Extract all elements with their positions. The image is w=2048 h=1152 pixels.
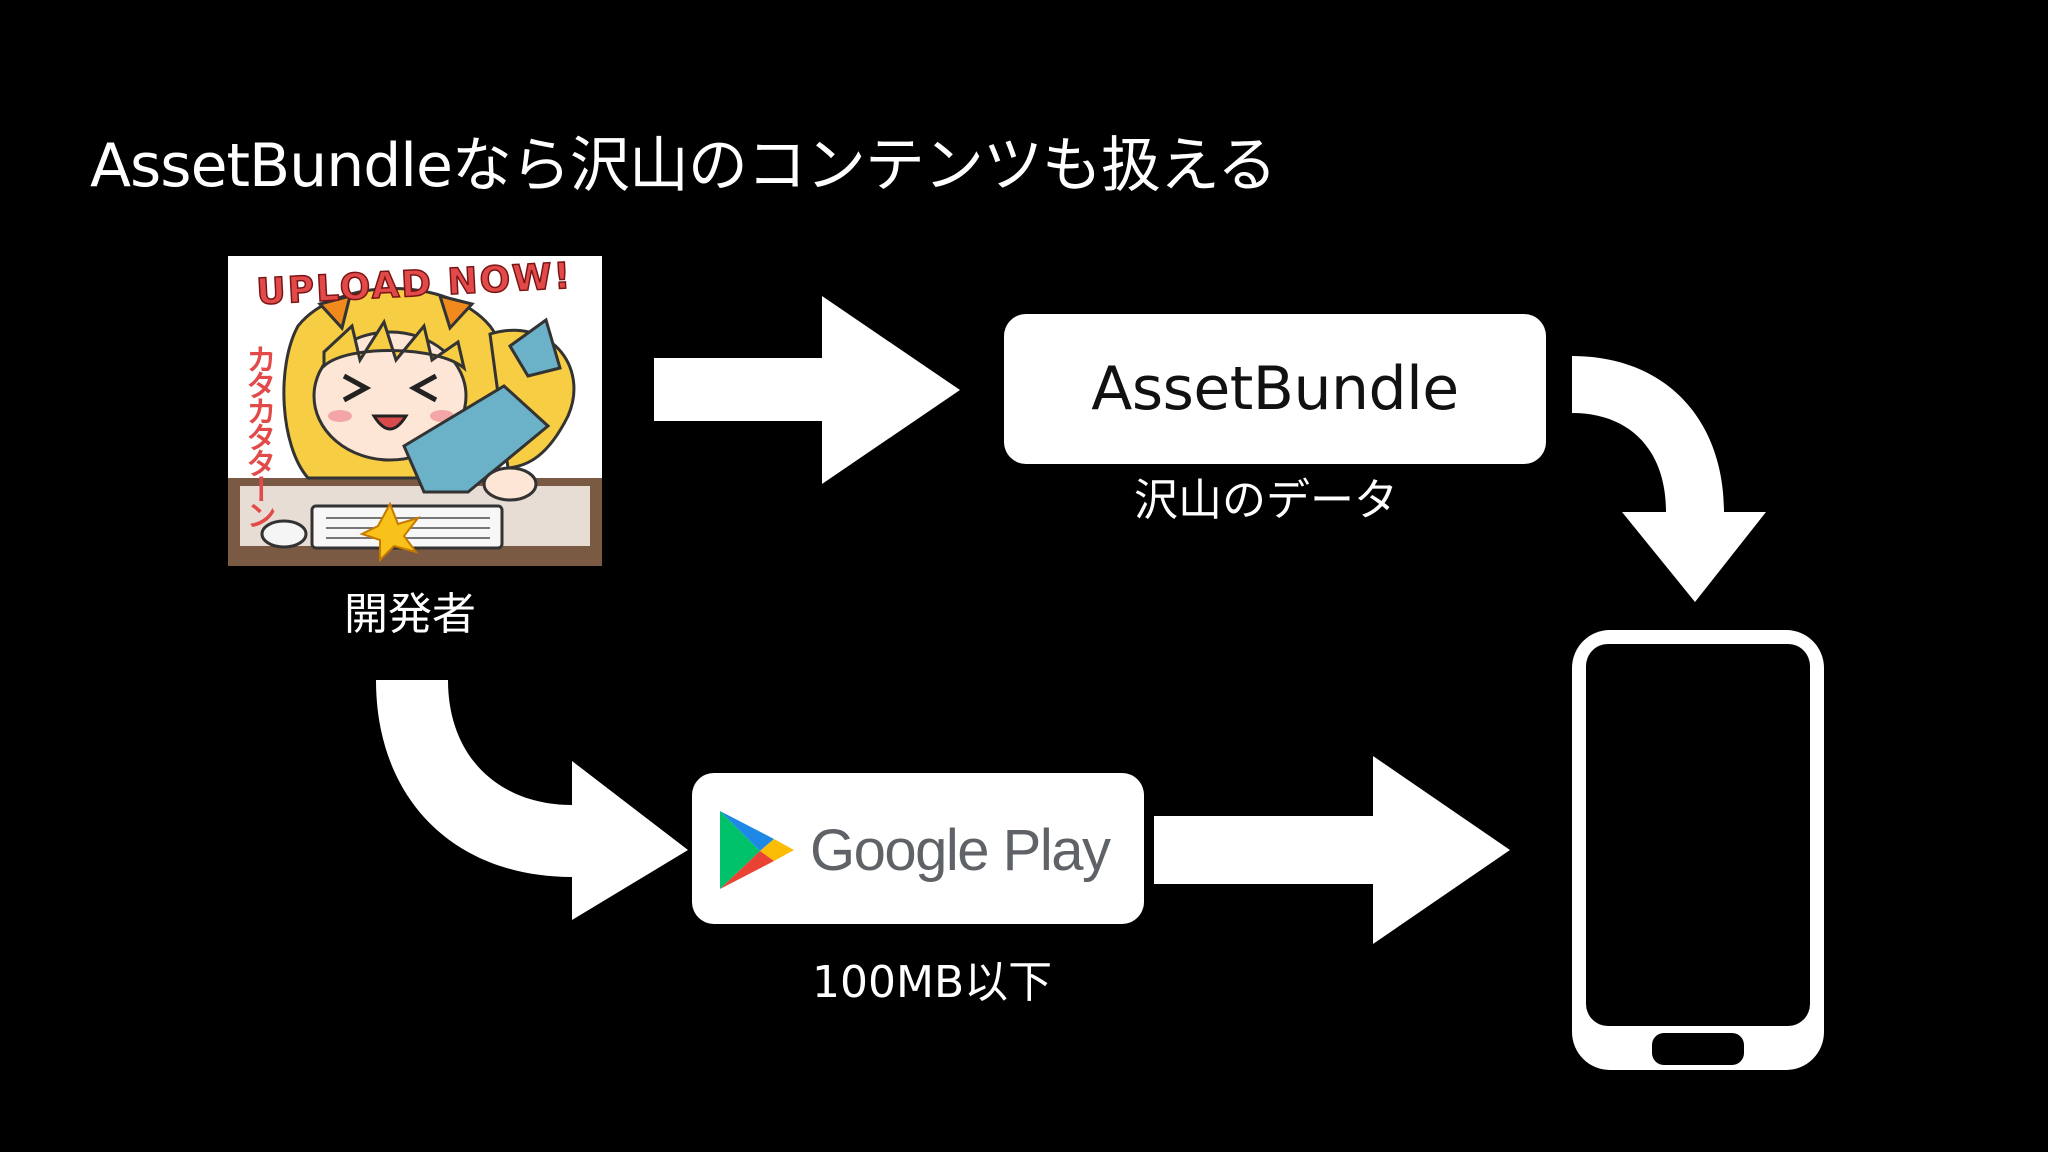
smartphone-icon <box>1572 630 1824 1070</box>
assetbundle-label: AssetBundle <box>1091 354 1459 424</box>
arrow-right-top <box>654 296 960 484</box>
assetbundle-box: AssetBundle <box>1004 314 1546 464</box>
google-play-label: Google Play <box>810 818 1111 883</box>
arrow-curved-developer-to-gplay <box>376 680 688 920</box>
illustration-sfx-text: カタカタターン <box>241 344 276 528</box>
developer-illustration: UPLOAD NOW! カタカタターン <box>228 256 602 566</box>
google-play-box: Google Play <box>692 773 1144 924</box>
google-play-caption: 100MB以下 <box>812 957 1053 1008</box>
developer-caption: 開発者 <box>344 589 476 640</box>
google-play-logo-icon <box>720 811 794 889</box>
arrow-right-bottom <box>1154 756 1510 944</box>
slide-title: AssetBundleなら沢山のコンテンツも扱える <box>90 131 1277 201</box>
assetbundle-caption: 沢山のデータ <box>1134 475 1398 526</box>
arrow-curved-assetbundle-to-device <box>1572 356 1766 602</box>
